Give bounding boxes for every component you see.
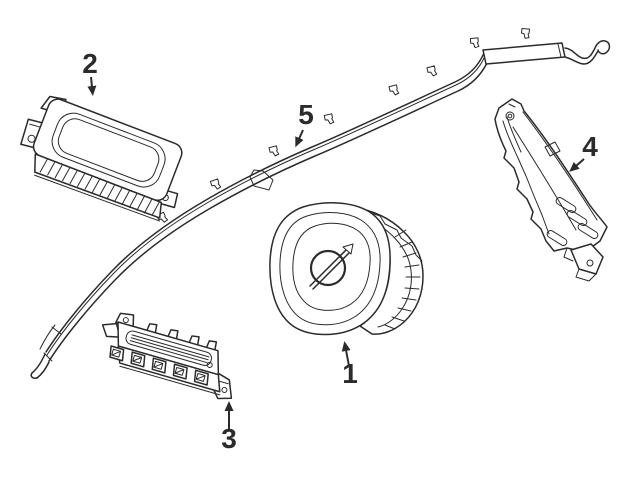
ribbed-skirt <box>34 153 163 219</box>
callout-arrow-2 <box>87 76 97 96</box>
inner-contour-right <box>522 111 598 221</box>
tube-mounting-clips <box>156 27 531 223</box>
skirt-bottom-line <box>119 365 221 396</box>
curtain-airbag-drawing <box>30 27 611 379</box>
bracket-hole <box>586 259 594 267</box>
tube-top-edge <box>45 52 485 353</box>
callout-number-3: 3 <box>221 423 237 454</box>
center-crease <box>512 126 577 231</box>
vent-slots <box>546 197 599 246</box>
airbag-door-seam-inner <box>57 118 160 182</box>
mount-hole <box>122 317 129 324</box>
driver-airbag-drawing <box>269 202 424 336</box>
knee-airbag-drawing <box>101 312 233 400</box>
mount-hole <box>206 361 213 368</box>
bottom-bracket <box>563 243 604 282</box>
sleeve-cap-line <box>557 43 562 58</box>
callout-number-5: 5 <box>298 99 314 130</box>
callout-arrow-4 <box>569 158 585 172</box>
callout-5[interactable]: 5 <box>295 99 314 148</box>
housing-inner-arc <box>371 220 412 328</box>
mount-hole <box>221 386 228 393</box>
skirt-ribs <box>39 159 160 216</box>
callout-1[interactable]: 1 <box>341 341 358 389</box>
top-recessed-panel <box>125 330 212 366</box>
callout-4[interactable]: 4 <box>569 131 598 172</box>
mount-hole-center <box>507 113 513 119</box>
bracket-line <box>29 123 42 128</box>
connector-blocks <box>109 345 209 386</box>
callout-arrow-1 <box>341 341 351 367</box>
cover-seam-outer <box>279 212 381 326</box>
callout-arrow-5 <box>295 129 304 148</box>
panel-ridges <box>129 334 210 364</box>
cushion-cover <box>269 202 391 336</box>
tip-step-line <box>508 103 516 108</box>
tube-bottom-edge <box>48 62 488 362</box>
callout-3[interactable]: 3 <box>221 401 237 454</box>
side-airbag-drawing <box>494 98 608 282</box>
callout-2[interactable]: 2 <box>82 48 98 96</box>
airbag-door-seam-outer <box>51 112 166 188</box>
callout-number-1: 1 <box>342 358 358 389</box>
tube-mid-line <box>46 55 486 356</box>
mount-hole <box>505 111 515 121</box>
volvo-logo-icon <box>309 243 354 290</box>
tube-end-hook <box>564 40 611 65</box>
tube-tail <box>30 324 62 379</box>
skirt-bottom-line <box>34 174 161 222</box>
tube-end-sleeve <box>482 42 566 65</box>
passenger-airbag-drawing <box>20 95 183 222</box>
callout-number-2: 2 <box>82 48 98 79</box>
cover-seam-inner <box>292 222 371 311</box>
side-notch <box>544 141 561 157</box>
callout-number-4: 4 <box>582 131 598 162</box>
inner-contour-left <box>502 120 550 235</box>
module-body <box>494 98 608 253</box>
housing-ribs <box>384 229 421 330</box>
inner-contour-left-2 <box>506 116 522 153</box>
